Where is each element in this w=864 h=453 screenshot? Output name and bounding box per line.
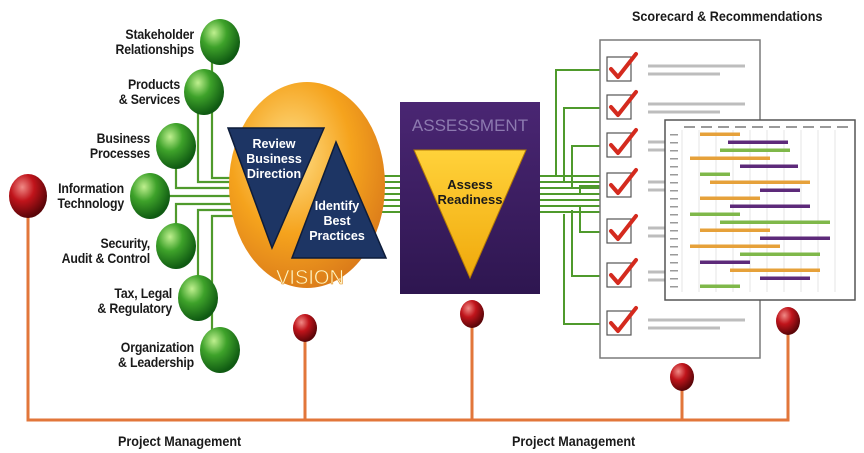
assessment-label: ASSESSMENT	[412, 116, 528, 135]
checklist-item	[606, 306, 745, 336]
gantt-bar	[690, 244, 780, 248]
gantt-bar	[740, 252, 820, 256]
identify-text-3: Practices	[309, 229, 365, 243]
checklist-connectors	[555, 69, 608, 325]
gantt-bar	[728, 140, 788, 144]
gantt-bar	[700, 284, 740, 288]
identify-text-2: Best	[323, 214, 351, 228]
assessment-box: ASSESSMENT Assess Readiness	[400, 102, 540, 294]
project-management-right: Project Management	[512, 433, 636, 449]
gantt-bar	[740, 164, 798, 168]
check-icon	[609, 168, 638, 195]
gantt-bar	[720, 220, 830, 224]
gantt-bar	[690, 212, 740, 216]
node-security	[156, 223, 196, 269]
scorecard-title: Scorecard & Recommendations	[632, 8, 823, 24]
gantt-bar	[700, 132, 740, 136]
assess-text-2: Readiness	[437, 192, 502, 207]
node-it	[130, 173, 170, 219]
checklist-item	[606, 52, 745, 82]
check-icon	[609, 258, 638, 285]
check-icon	[609, 90, 638, 117]
check-icon	[609, 306, 638, 333]
red-node-scorecard-1	[670, 363, 694, 391]
label-security: Security,Audit & Control	[61, 235, 151, 266]
gantt-bar	[700, 228, 770, 232]
review-text-3: Direction	[247, 167, 301, 181]
assess-text-1: Assess	[447, 177, 493, 192]
red-node-left	[9, 174, 47, 218]
recommendations-gantt	[664, 119, 856, 301]
red-node-scorecard-2	[776, 307, 800, 335]
label-tax: Tax, Legal& Regulatory	[97, 285, 172, 316]
review-text-1: Review	[252, 137, 295, 151]
gantt-bar	[730, 204, 810, 208]
check-icon	[609, 128, 638, 155]
gantt-bar	[690, 156, 770, 160]
project-management-left: Project Management	[118, 433, 242, 449]
project-nodes	[9, 174, 800, 391]
review-text-2: Business	[246, 152, 302, 166]
review-business-direction-triangle: Review Business Direction	[226, 127, 326, 251]
node-business	[156, 123, 196, 169]
gantt-bar	[700, 172, 730, 176]
node-products	[184, 69, 224, 115]
gantt-bar	[720, 148, 790, 152]
vision-label: VISION	[276, 267, 344, 289]
identify-best-practices-triangle: Identify Best Practices	[290, 140, 388, 259]
label-organization: Organization& Leadership	[118, 339, 194, 370]
gantt-bar	[700, 260, 750, 264]
red-node-assessment	[460, 300, 484, 328]
identify-text-1: Identify	[315, 199, 359, 213]
checklist-item	[606, 90, 745, 120]
node-stakeholder	[200, 19, 240, 65]
check-icon	[609, 52, 638, 79]
node-tax	[178, 275, 218, 321]
gantt-bar	[760, 236, 830, 240]
node-organization	[200, 327, 240, 373]
area-nodes	[130, 19, 240, 373]
gantt-bar	[760, 188, 800, 192]
gantt-bar	[760, 276, 810, 280]
gantt-bar	[710, 180, 810, 184]
gantt-bar	[700, 196, 760, 200]
label-products: Products& Services	[118, 76, 180, 107]
gantt-bar	[730, 268, 820, 272]
red-node-vision	[293, 314, 317, 342]
check-icon	[609, 214, 638, 241]
